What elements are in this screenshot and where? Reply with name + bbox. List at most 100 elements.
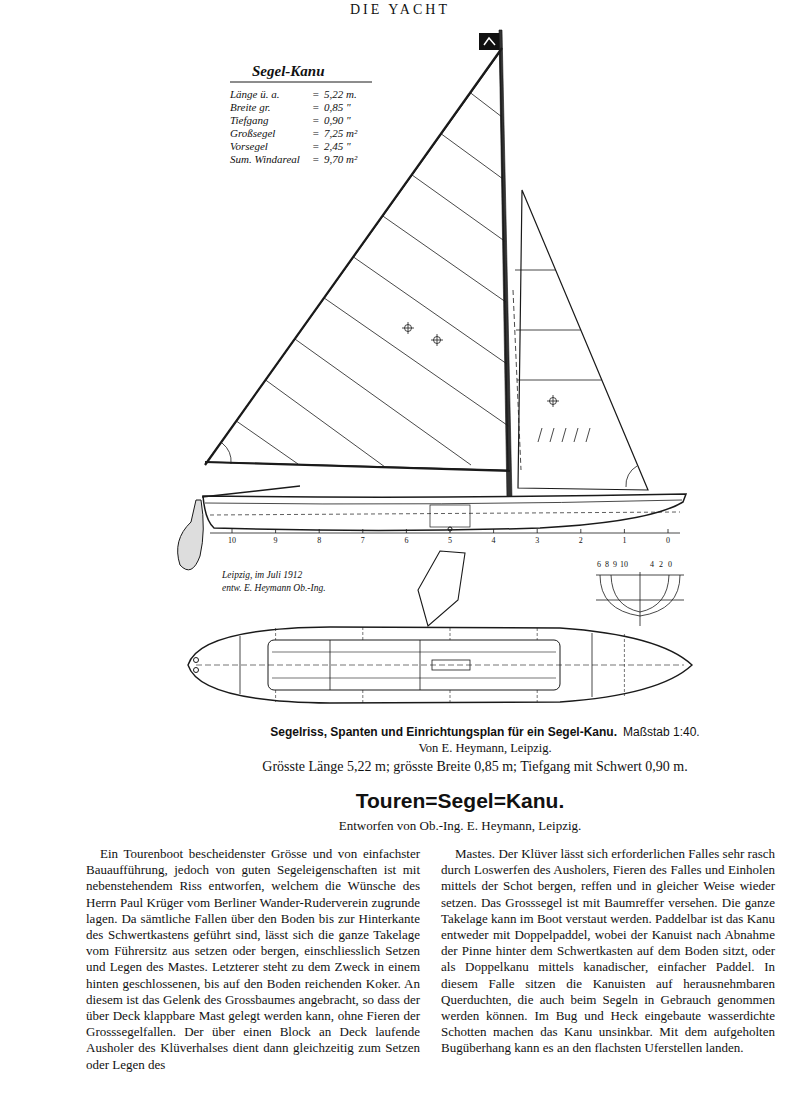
- station-number: 9: [268, 536, 284, 546]
- centerboard-pivot: [448, 527, 452, 531]
- sail-seam: [471, 93, 502, 117]
- spec-name: Länge ü. a.: [230, 88, 280, 101]
- spec-value: 5,22 m.: [324, 88, 357, 101]
- table-underline: [230, 82, 372, 83]
- jib-seam: [516, 330, 581, 331]
- spec-name: Tiefgang: [230, 114, 269, 127]
- signature-note: Leipzig, im Juli 1912: [222, 570, 302, 581]
- thwarts: [330, 640, 420, 690]
- section-number: 0: [665, 560, 675, 570]
- station-number: 8: [311, 536, 327, 546]
- reef-cross: [547, 395, 559, 407]
- dimensions-note: Grösste Länge 5,22 m; grösste Breite 0,8…: [175, 759, 775, 776]
- station-number: 5: [442, 536, 458, 546]
- spec-equals: =: [312, 127, 319, 140]
- section-line: [640, 575, 669, 612]
- section-line: [611, 575, 640, 612]
- plan-centerline: [196, 665, 684, 666]
- section-number: 4: [647, 560, 657, 570]
- station-number: 4: [486, 536, 502, 546]
- sail-seam: [354, 257, 508, 364]
- station-number: 7: [355, 536, 371, 546]
- club-flag: [479, 33, 500, 50]
- spec-value: 0,85 ": [324, 101, 351, 114]
- jib-seams: [515, 270, 602, 442]
- spec-value: 2,45 ": [324, 140, 351, 153]
- section-line: [600, 575, 640, 616]
- yard: [205, 48, 502, 465]
- sail-seam: [236, 421, 298, 464]
- boom: [205, 462, 510, 471]
- hull-plan: [188, 627, 692, 703]
- jib-hatching: [538, 428, 590, 442]
- rudder-fitting: [194, 668, 199, 673]
- clew-arc: [222, 443, 231, 464]
- reef-cross: [402, 322, 414, 334]
- reef-cross: [431, 334, 443, 346]
- station-number: 6: [398, 536, 414, 546]
- centerboard-case: [430, 505, 470, 527]
- body-column: Mastes. Der Klüver lässt sich erforderli…: [441, 846, 775, 1057]
- reef-marks: [402, 322, 559, 407]
- sail-seam: [295, 339, 471, 465]
- hull-profile: [203, 494, 686, 531]
- rudder: [178, 500, 204, 570]
- table-title: Segel-Kanu: [252, 62, 325, 80]
- spec-value: 7,25 m²: [324, 127, 357, 140]
- waterline: [210, 512, 680, 515]
- tiller: [202, 486, 300, 497]
- article-byline: Entworfen von Ob.-Ing. E. Heymann, Leipz…: [260, 818, 660, 834]
- station-number: 3: [529, 536, 545, 546]
- tack-arc: [626, 466, 637, 487]
- rudder-fitting: [194, 658, 199, 663]
- jib-seam: [515, 270, 556, 271]
- flag-emblem: [484, 38, 495, 45]
- section-number: 9: [610, 560, 620, 570]
- jib: [518, 190, 648, 490]
- plan-stations: [276, 627, 625, 703]
- station-number: 2: [573, 536, 589, 546]
- sail-seam: [383, 216, 506, 302]
- body-plan: [596, 572, 684, 626]
- jib-seam: [517, 380, 602, 381]
- section-line: [640, 575, 680, 616]
- station-number: 10: [224, 536, 240, 546]
- caption-line: Segelriss, Spanten und Einrichtungsplan …: [165, 722, 799, 740]
- body-plan-centerline: [640, 572, 641, 626]
- bulkheads: [240, 633, 592, 697]
- sail-seams: [236, 93, 508, 467]
- scale-note: Maßstab 1:40.: [623, 725, 700, 739]
- deck-line: [205, 500, 682, 504]
- sail-seam: [412, 175, 504, 241]
- mainsail: [207, 52, 508, 470]
- spec-name: Sum. Windareal: [230, 153, 300, 166]
- spec-name: Breite gr.: [230, 101, 271, 114]
- section-number: 10: [619, 560, 629, 570]
- centerboard: [418, 551, 465, 626]
- signature-note: entw. E. Heymann Ob.-Ing.: [222, 583, 326, 594]
- section-number: 2: [656, 560, 666, 570]
- shroud-line: [513, 290, 521, 470]
- station-number: 1: [616, 536, 632, 546]
- spec-name: Vorsegel: [230, 140, 268, 153]
- station-number: 0: [660, 536, 676, 546]
- spec-value: 0,90 ": [324, 114, 351, 127]
- designer-credit: Von E. Heymann, Leipzig.: [285, 741, 685, 756]
- body-column: Ein Tourenboot bescheidenster Grösse und…: [86, 846, 420, 1073]
- section-number: 6: [594, 560, 604, 570]
- spec-name: Großsegel: [230, 127, 275, 140]
- section-number: 8: [602, 560, 612, 570]
- figure-caption: Segelriss, Spanten und Einrichtungsplan …: [270, 725, 617, 739]
- spec-equals: =: [312, 88, 319, 101]
- base-line: [210, 533, 680, 534]
- plan-centerboard-case: [432, 660, 470, 670]
- running-header: DIE YACHT: [300, 2, 500, 19]
- spec-equals: =: [312, 114, 319, 127]
- sail-seam: [324, 298, 508, 426]
- spec-equals: =: [312, 140, 319, 153]
- spec-equals: =: [312, 153, 319, 166]
- article-title: Touren=Segel=Kanu.: [260, 788, 660, 813]
- sail-seam: [441, 134, 503, 179]
- spec-value: 9,70 m²: [324, 153, 357, 166]
